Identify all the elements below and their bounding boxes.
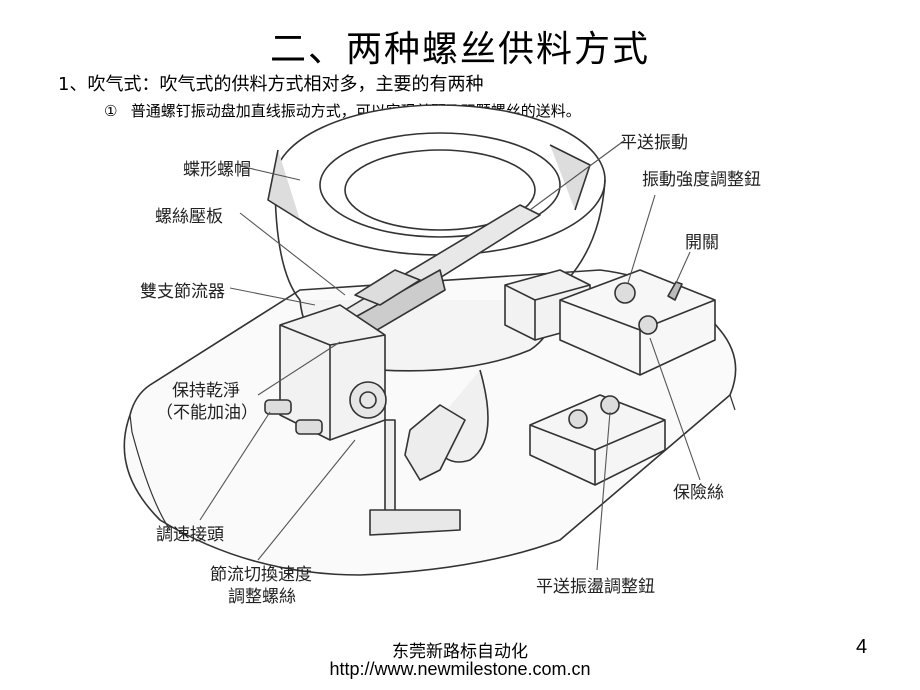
slide-title: 二、两种螺丝供料方式 — [269, 29, 650, 70]
page-number: 4 — [856, 636, 868, 658]
label-switch: 開關 — [685, 233, 719, 253]
adjust-box — [529, 394, 666, 486]
footer-url: http://www.newmilestone.com.cn — [329, 659, 591, 679]
leader-lines — [199, 139, 701, 571]
label-keep-clean: 保持乾淨 — [172, 381, 240, 401]
label-linear-vibe: 平送振動 — [620, 133, 688, 153]
label-linear-vibe-knob: 平送振盪調整鈕 — [536, 577, 655, 597]
circled-number: ① — [104, 102, 118, 120]
footer-company: 东莞新路标自动化 — [392, 642, 528, 662]
label-restrictor-screw-line1: 節流切換速度 — [210, 565, 312, 585]
label-vibe-intensity-knob: 振動強度調整鈕 — [642, 170, 761, 190]
label-wing-nut: 蝶形螺帽 — [183, 160, 251, 180]
label-double-restrictor: 雙支節流器 — [140, 282, 225, 302]
section-heading: 1、吹气式：吹气式的供料方式相对多，主要的有两种 — [58, 74, 484, 95]
control-box — [559, 269, 716, 376]
label-screw-plate: 螺絲壓板 — [155, 207, 223, 227]
label-restrictor-screw-line2: 調整螺絲 — [228, 587, 296, 607]
restrictor-block — [264, 304, 387, 441]
label-fuse: 保險絲 — [673, 483, 724, 503]
support-post — [369, 404, 466, 536]
label-speed-joint: 調速接頭 — [156, 525, 224, 545]
label-no-oil: （不能加油） — [156, 403, 258, 423]
